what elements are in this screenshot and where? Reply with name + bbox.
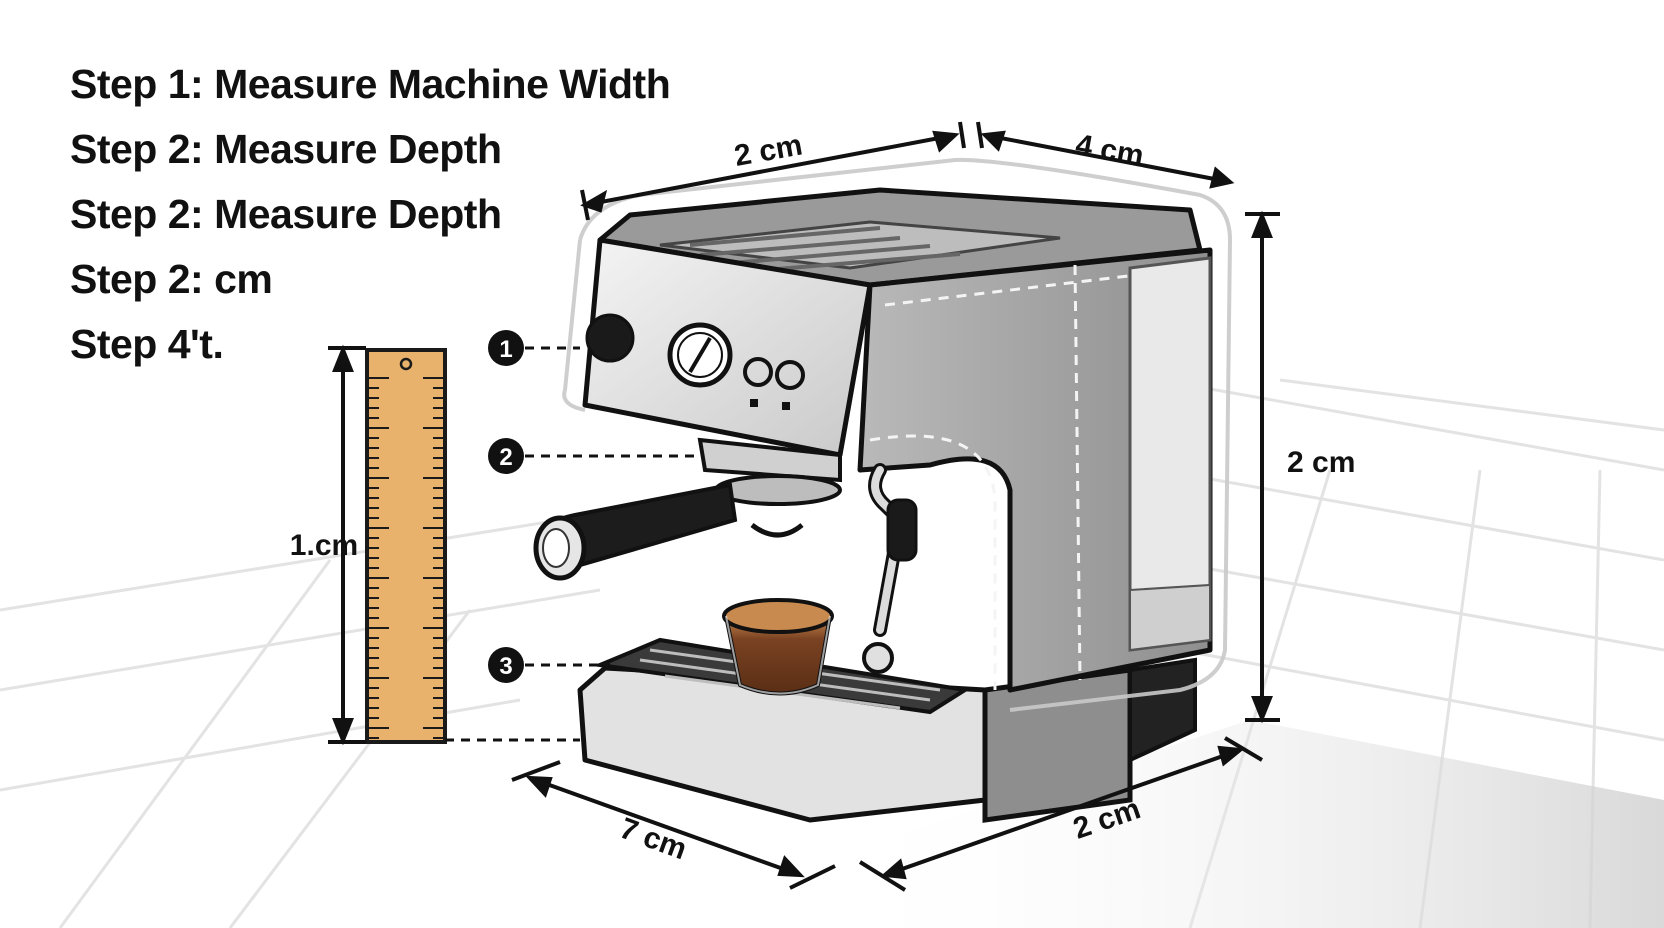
bottom-front-label: 7 cm xyxy=(615,812,691,866)
bottom-front-arrow xyxy=(529,776,801,877)
step-item-4: Step 2: cm xyxy=(70,256,273,302)
callout-badge-1: 1 xyxy=(488,330,524,366)
top-depth-label: 4 cm xyxy=(1073,128,1146,172)
step-item-5: Step 4't. xyxy=(70,321,224,367)
espresso-cup-icon xyxy=(722,598,834,696)
callout-badge-2: 2 xyxy=(488,438,524,474)
espresso-machine-icon xyxy=(533,157,1233,823)
callout-badge-3: 3 xyxy=(488,647,524,683)
bottom-side-arrow xyxy=(884,748,1241,877)
svg-text:2: 2 xyxy=(499,444,512,471)
svg-text:3: 3 xyxy=(499,653,512,680)
ruler-height-label: 1.cm xyxy=(290,529,358,562)
top-width-arrow xyxy=(584,133,956,207)
step-item-2: Step 2: Measure Depth xyxy=(70,126,502,172)
callout-leaders xyxy=(445,346,700,742)
step-item-3: Step 2: Measure Depth xyxy=(70,191,502,237)
floor-shadow xyxy=(820,720,1664,928)
ruler-icon xyxy=(365,348,447,744)
step-list: Step 1: Measure Machine Width Step 2: Me… xyxy=(70,52,671,377)
top-depth-arrow xyxy=(984,133,1231,184)
step-item-1: Step 1: Measure Machine Width xyxy=(70,61,671,107)
height-label: 2 cm xyxy=(1287,446,1355,479)
svg-text:1: 1 xyxy=(499,336,512,363)
dimension-lines xyxy=(328,121,1280,892)
